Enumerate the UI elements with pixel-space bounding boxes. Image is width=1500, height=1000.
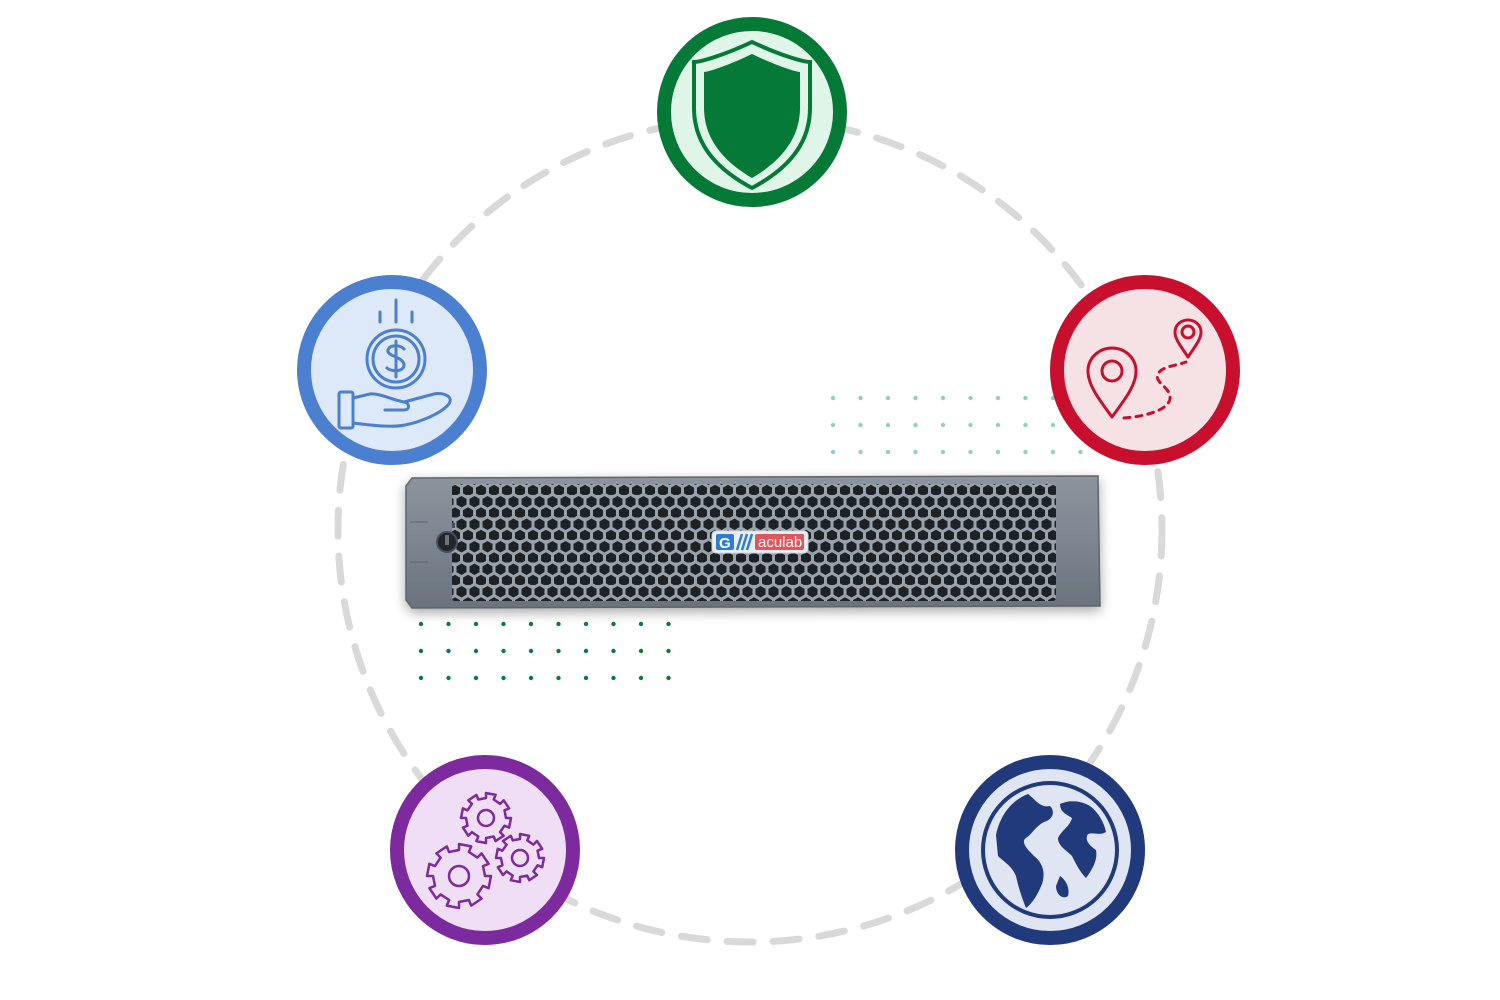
shield-icon (692, 39, 812, 191)
pattern-dot (583, 621, 589, 627)
route-map-pins-icon (1086, 318, 1203, 420)
pattern-dot (418, 675, 424, 681)
pattern-dot (583, 648, 589, 654)
pattern-dot (446, 621, 451, 627)
server-appliance: G aculab (405, 475, 1101, 609)
automation-badge (390, 755, 580, 945)
pattern-dot (858, 395, 863, 401)
pattern-dot (995, 449, 1001, 455)
dot-pattern-top (830, 395, 1083, 455)
pattern-dot (1050, 422, 1056, 428)
pattern-dot (1023, 449, 1028, 455)
brand-badge: G aculab (711, 530, 809, 554)
pattern-dot (1050, 449, 1056, 455)
pattern-dot (556, 648, 561, 654)
pattern-dot (913, 422, 918, 428)
brand-letter: G (719, 535, 731, 552)
pattern-dot (446, 675, 451, 681)
pattern-dot (473, 675, 479, 681)
pattern-dot (501, 621, 506, 627)
dot-pattern-bottom (418, 621, 671, 681)
pattern-dot (528, 621, 534, 627)
pattern-dot (830, 449, 836, 455)
pattern-dot (638, 621, 644, 627)
pattern-dot (830, 422, 836, 428)
pattern-dot (638, 675, 644, 681)
cost-saving-badge (297, 275, 487, 465)
pattern-dot (473, 621, 479, 627)
pattern-dot (995, 422, 1001, 428)
lock-key-icon (436, 523, 458, 553)
pattern-dot (583, 675, 589, 681)
pattern-dot (556, 675, 561, 681)
pattern-dot (501, 675, 506, 681)
pattern-dot (638, 648, 644, 654)
globe-icon (981, 781, 1119, 919)
pattern-dot (968, 395, 973, 401)
pattern-dot (666, 621, 671, 627)
pattern-dot (473, 648, 479, 654)
pattern-dot (940, 449, 946, 455)
global-badge (955, 755, 1145, 945)
pattern-dot (611, 648, 616, 654)
gears-icon (425, 791, 546, 910)
pattern-dot (913, 449, 918, 455)
pattern-dot (528, 675, 534, 681)
pattern-dot (995, 395, 1001, 401)
pattern-dot (913, 395, 918, 401)
pattern-dot (968, 422, 973, 428)
pattern-dot (885, 422, 891, 428)
location-badge (1050, 275, 1240, 465)
brand-name: aculab (758, 534, 802, 551)
pattern-dot (858, 449, 863, 455)
pattern-dot (556, 621, 561, 627)
pattern-dot (666, 675, 671, 681)
pattern-dot (885, 395, 891, 401)
pattern-dot (1023, 422, 1028, 428)
pattern-dot (666, 648, 671, 654)
pattern-dot (858, 422, 863, 428)
pattern-dot (611, 621, 616, 627)
pattern-dot (446, 648, 451, 654)
pattern-dot (1078, 449, 1083, 455)
pattern-dot (418, 621, 424, 627)
pattern-dot (830, 395, 836, 401)
pattern-dot (528, 648, 534, 654)
pattern-dot (611, 675, 616, 681)
pattern-dot (418, 648, 424, 654)
pattern-dot (1023, 395, 1028, 401)
security-badge (657, 17, 847, 207)
pattern-dot (885, 449, 891, 455)
pattern-dot (940, 395, 946, 401)
pattern-dot (940, 422, 946, 428)
money-hand-icon (337, 298, 452, 430)
pattern-dot (968, 449, 973, 455)
pattern-dot (501, 648, 506, 654)
